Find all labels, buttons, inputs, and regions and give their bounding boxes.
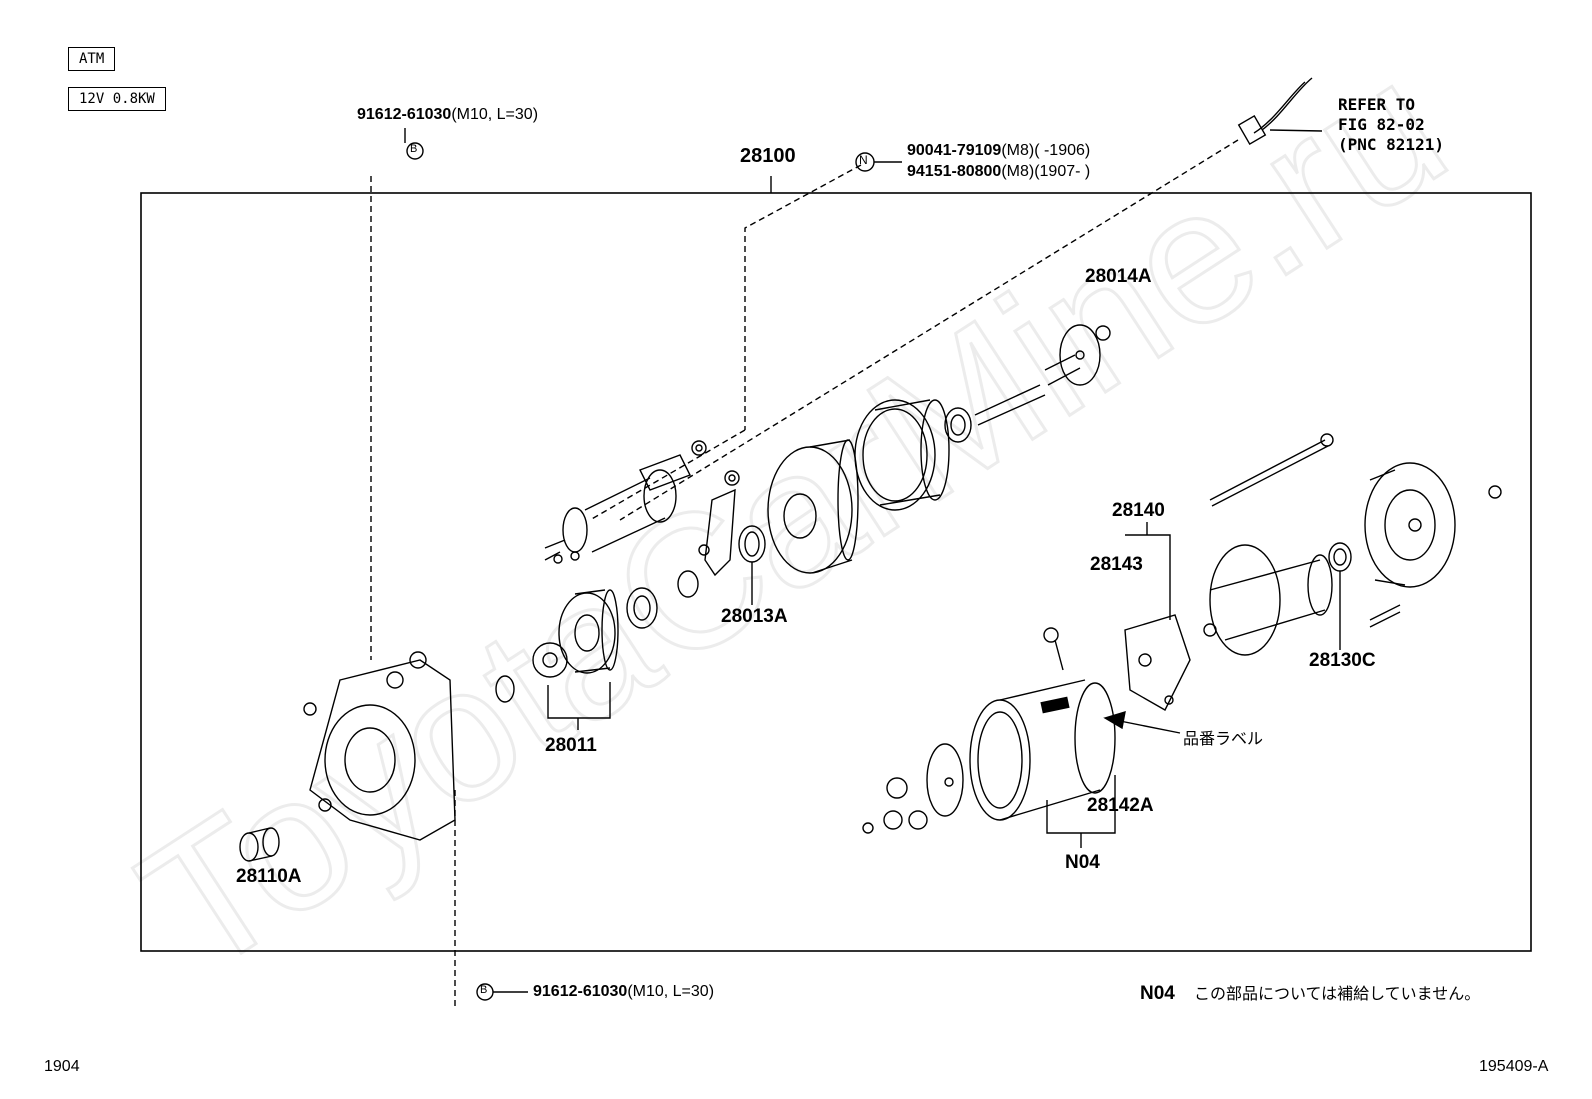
solenoid — [544, 454, 691, 564]
dashed-leaders — [370, 139, 1239, 1008]
drive-housing — [303, 651, 456, 841]
refer-line-3: (PNC 82121) — [1338, 135, 1444, 154]
part-number-label-callout: 品番ラベル — [1183, 729, 1264, 748]
part-N04[interactable]: N04 — [1065, 852, 1100, 873]
part-28014A[interactable]: 28014A — [1085, 266, 1152, 287]
transmission-tag: ATM — [68, 47, 116, 71]
rating-tag: 12V 0.8KW — [68, 87, 166, 111]
supply-note: N04 この部品については補給していません。 — [1140, 980, 1480, 1005]
shaft — [974, 324, 1101, 426]
nut-2-spec: (M8)(1907- ) — [1001, 163, 1091, 180]
part-28110A[interactable]: 28110A — [236, 866, 302, 887]
brush-holder — [1124, 614, 1191, 711]
housing-disc — [767, 439, 859, 574]
note-code: N04 — [1140, 983, 1175, 1004]
part-28130C[interactable]: 28130C — [1309, 650, 1376, 671]
bottom-bolt-callout[interactable]: 91612-61030(M10, L=30) — [533, 983, 714, 1001]
refer-note[interactable]: REFER TO FIG 82-02 (PNC 82121) — [1338, 95, 1444, 155]
part-28143[interactable]: 28143 — [1090, 554, 1143, 575]
nut-1-callout[interactable]: 90041-79109(M8)( -1906) — [907, 142, 1090, 160]
bottom-bolt-number: 91612-61030 — [533, 983, 628, 1000]
nut-2-callout[interactable]: 94151-80800(M8)(1907- ) — [907, 163, 1090, 181]
assembly-frame — [140, 192, 1532, 952]
nut-1-spec: (M8)( -1906) — [1001, 142, 1091, 159]
field-frame — [969, 627, 1116, 821]
footer-figure-id: 195409-A — [1479, 1058, 1549, 1075]
part-28100[interactable]: 28100 — [740, 145, 796, 167]
nut-1-number: 90041-79109 — [907, 142, 1002, 159]
bushing — [239, 827, 280, 862]
part-28142A[interactable]: 28142A — [1087, 795, 1154, 816]
top-bolt-spec: (M10, L=30) — [451, 106, 539, 123]
yoke — [854, 399, 950, 511]
footer-date: 1904 — [44, 1058, 80, 1075]
top-bolt-marker: B — [410, 143, 418, 155]
refer-line-1: REFER TO — [1338, 95, 1416, 114]
top-bolt-callout[interactable]: 91612-61030(M10, L=30) — [357, 106, 538, 124]
note-text: この部品については補給していません。 — [1193, 984, 1481, 1003]
bottom-bolt-marker: B — [480, 984, 488, 996]
bottom-bolt-spec: (M10, L=30) — [627, 983, 715, 1000]
part-28011[interactable]: 28011 — [545, 735, 597, 756]
nut-marker: N — [859, 153, 868, 167]
top-bolt-number: 91612-61030 — [357, 106, 452, 123]
part-28140[interactable]: 28140 — [1112, 500, 1165, 521]
small-nuts — [691, 325, 1111, 556]
armature — [1203, 544, 1333, 656]
end-frame — [1364, 462, 1456, 588]
nut-2-number: 94151-80800 — [907, 163, 1002, 180]
refer-line-2: FIG 82-02 — [1338, 115, 1425, 134]
part-28013A[interactable]: 28013A — [721, 606, 788, 627]
